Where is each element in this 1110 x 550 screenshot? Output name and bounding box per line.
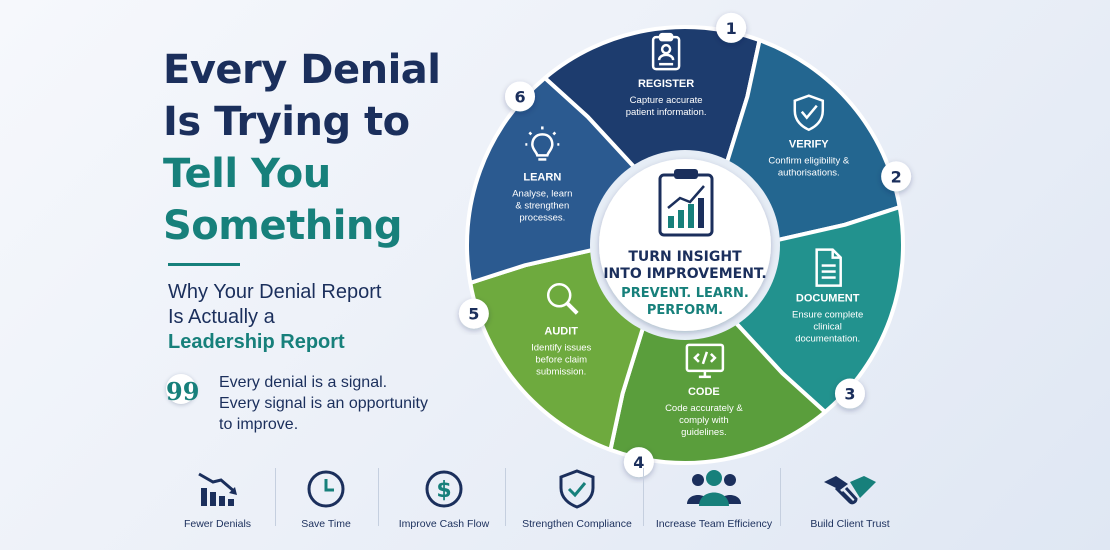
center-line-1: TURN INSIGHT [628, 249, 742, 265]
headline-line-3: Tell You [163, 151, 331, 197]
step-number: 3 [844, 385, 855, 404]
step-description-line: processes. [519, 212, 565, 223]
step-description-line: comply with [679, 415, 729, 426]
benefit-save-time: Save Time [270, 462, 382, 540]
step-description-line: before claim [535, 354, 587, 365]
step-number: 4 [633, 453, 644, 472]
center-disc [599, 159, 771, 331]
quote-line-1: Every denial is a signal. [219, 374, 388, 391]
headline-line-4: Something [163, 203, 403, 249]
divider [643, 468, 644, 526]
step-title: VERIFY [789, 139, 829, 151]
step-description-line: clinical [813, 322, 842, 333]
center-line-4: PERFORM. [647, 303, 723, 318]
team-icon [687, 470, 741, 506]
benefits-row: Fewer Denials Save Time $ Improve Cash F… [150, 462, 1070, 540]
chart-down-icon [197, 472, 237, 506]
benefit-label: Save Time [301, 518, 351, 530]
shield-check-icon [559, 469, 595, 509]
step-number-badge: 6 [505, 81, 536, 112]
step-description-line: patient information. [626, 107, 707, 118]
benefit-improve-cash-flow: $ Improve Cash Flow [388, 462, 500, 540]
clipboard-chart-icon [658, 169, 714, 237]
step-title: REGISTER [638, 78, 694, 90]
step-description-line: Confirm eligibility & [768, 156, 849, 167]
step-description-line: authorisations. [778, 168, 840, 179]
subheading-line-1: Why Your Denial Report [168, 281, 382, 303]
benefit-build-client-trust: Build Client Trust [788, 462, 912, 540]
center-line-2: INTO IMPROVEMENT. [603, 266, 766, 282]
headline-line-1: Every Denial [163, 47, 441, 93]
svg-text:$: $ [436, 478, 451, 503]
benefit-strengthen-compliance: Strengthen Compliance [512, 462, 642, 540]
quote-line-2: Every signal is an opportunity [219, 395, 428, 412]
step-number: 1 [726, 19, 737, 38]
shield-check-icon [793, 94, 825, 132]
cycle-step-verify: VERIFY Confirm eligibility &authorisation… [768, 94, 850, 179]
step-title: DOCUMENT [796, 293, 860, 305]
quote-mark-icon: 99 [166, 374, 199, 406]
step-title: LEARN [523, 171, 561, 183]
step-number-badge: 1 [716, 12, 747, 43]
step-number: 2 [891, 167, 902, 186]
step-description-line: Code accurately & [665, 403, 743, 414]
divider [780, 468, 781, 526]
document-icon [815, 248, 842, 287]
step-description-line: submission. [536, 366, 586, 377]
step-description-line: guidelines. [681, 427, 726, 438]
step-title: AUDIT [544, 325, 578, 337]
center-line-3: PREVENT. LEARN. [621, 286, 749, 301]
clock-icon [307, 470, 345, 508]
step-number-badge: 5 [458, 298, 489, 329]
step-description-line: documentation. [795, 334, 860, 345]
step-number: 5 [468, 305, 479, 324]
divider [378, 468, 379, 526]
cycle-step-learn: LEARN Analyse, learn& strengthenprocesses… [512, 126, 572, 223]
cycle-step-document: DOCUMENT Ensure completeclinicaldocumenta… [792, 248, 863, 345]
headline-line-2: Is Trying to [163, 99, 410, 145]
step-title: CODE [688, 386, 720, 398]
code-monitor-icon [685, 343, 725, 379]
subheading: Why Your Denial Report Is Actually a Lea… [168, 280, 381, 355]
step-description-line: Capture accurate [630, 95, 703, 106]
benefit-fewer-denials: Fewer Denials [150, 462, 285, 540]
process-cycle-diagram: TURN INSIGHT INTO IMPROVEMENT. PREVENT. … [458, 12, 912, 478]
benefit-label: Improve Cash Flow [398, 518, 490, 530]
benefit-label: Increase Team Efficiency [655, 518, 773, 530]
dollar-circle-icon: $ [425, 470, 463, 508]
subheading-line-2: Is Actually a [168, 306, 275, 328]
divider [275, 468, 276, 526]
step-description-line: Analyse, learn [512, 188, 572, 199]
clipboard-person-icon [651, 32, 681, 71]
quote-line-3: to improve. [219, 416, 299, 433]
step-description-line: Ensure complete [792, 310, 863, 321]
step-description-line: & strengthen [515, 200, 569, 211]
step-number-badge: 4 [623, 447, 654, 478]
subheading-line-3: Leadership Report [168, 331, 345, 353]
magnifier-icon [546, 283, 579, 315]
handshake-icon [824, 476, 876, 505]
lightbulb-icon [525, 126, 560, 161]
benefit-label: Fewer Denials [183, 518, 252, 530]
divider [505, 468, 506, 526]
benefit-label: Strengthen Compliance [522, 518, 632, 530]
headline: Every Denial Is Trying to Tell You Somet… [163, 44, 463, 252]
cycle-step-code: CODE Code accurately &comply withguidelin… [665, 343, 743, 438]
headline-divider [168, 263, 240, 266]
step-number-badge: 3 [834, 378, 865, 409]
quote: Every denial is a signal. Every signal i… [219, 372, 428, 435]
benefit-increase-team-efficiency: Increase Team Efficiency [650, 462, 778, 540]
step-number-badge: 2 [881, 161, 912, 192]
step-number: 6 [514, 87, 525, 106]
step-description-line: Identify issues [531, 342, 591, 353]
benefit-label: Build Client Trust [810, 518, 890, 530]
